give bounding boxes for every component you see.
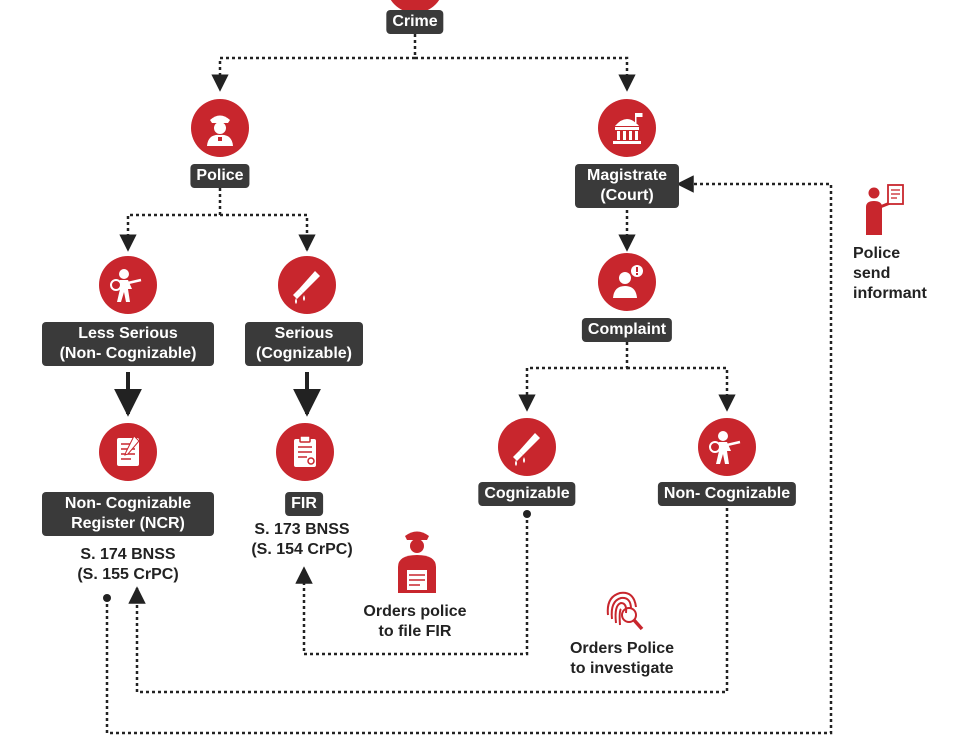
magistrate-label-1: Magistrate <box>586 167 668 184</box>
police-label: Police <box>196 167 244 184</box>
magistrate-node: Magistrate (Court) <box>575 164 679 208</box>
police-send-note: Police send informant <box>853 244 927 304</box>
crime-label: Crime <box>392 13 438 30</box>
fir-section-note: S. 173 BNSS (S. 154 CrPC) <box>251 520 352 560</box>
fir-node: FIR <box>285 492 323 516</box>
fir-section-line-2: (S. 154 CrPC) <box>251 541 353 558</box>
person-alert-icon <box>598 253 656 311</box>
police-officer-icon <box>191 99 249 157</box>
register-book-icon <box>99 423 157 481</box>
court-building-icon <box>598 99 656 157</box>
orders-fir-line-2: to file FIR <box>378 623 452 640</box>
informant-icon <box>862 183 906 237</box>
complaint-node: Complaint <box>581 318 673 342</box>
cognizable-label: Cognizable <box>484 485 570 502</box>
ncr-label-1: Non- Cognizable <box>64 495 192 512</box>
ncr-node: Non- Cognizable Register (NCR) <box>42 492 214 536</box>
non-cognizable-node: Non- Cognizable <box>657 482 797 506</box>
thief-icon <box>99 256 157 314</box>
orders-investigate-line-2: to investigate <box>570 660 674 677</box>
cognizable-knife-icon <box>498 418 556 476</box>
fir-label: FIR <box>291 495 317 512</box>
fingerprint-icon <box>598 585 646 633</box>
police-send-line-3: informant <box>853 285 927 302</box>
ncr-label-2: Register (NCR) <box>71 515 185 532</box>
fir-section-line-1: S. 173 BNSS <box>254 521 350 538</box>
orders-investigate-note: Orders Police to investigate <box>570 639 674 679</box>
serious-label-1: Serious <box>274 325 334 342</box>
non-cognizable-label: Non- Cognizable <box>663 485 791 502</box>
clipboard-icon <box>276 423 334 481</box>
magistrate-label-2: (Court) <box>600 187 654 204</box>
ncr-section-note: S. 174 BNSS (S. 155 CrPC) <box>77 545 178 585</box>
orders-fir-note: Orders police to file FIR <box>363 602 466 642</box>
crime-node: Crime <box>386 10 444 34</box>
less-serious-label-1: Less Serious <box>78 325 178 342</box>
serious-node: Serious (Cognizable) <box>245 322 363 366</box>
ncr-section-line-2: (S. 155 CrPC) <box>77 566 179 583</box>
cognizable-node: Cognizable <box>478 482 576 506</box>
police-send-line-2: send <box>853 265 891 282</box>
ncr-section-line-1: S. 174 BNSS <box>80 546 176 563</box>
less-serious-label-2: (Non- Cognizable) <box>59 345 197 362</box>
orders-investigate-line-1: Orders Police <box>569 640 675 657</box>
police-send-line-1: Police <box>853 245 901 262</box>
police-node: Police <box>190 164 250 188</box>
officer-document-icon <box>392 527 442 595</box>
non-cognizable-thief-icon <box>698 418 756 476</box>
orders-fir-line-1: Orders police <box>363 603 467 620</box>
less-serious-node: Less Serious (Non- Cognizable) <box>42 322 214 366</box>
serious-label-2: (Cognizable) <box>256 345 352 362</box>
knife-icon <box>278 256 336 314</box>
complaint-label: Complaint <box>587 321 667 338</box>
